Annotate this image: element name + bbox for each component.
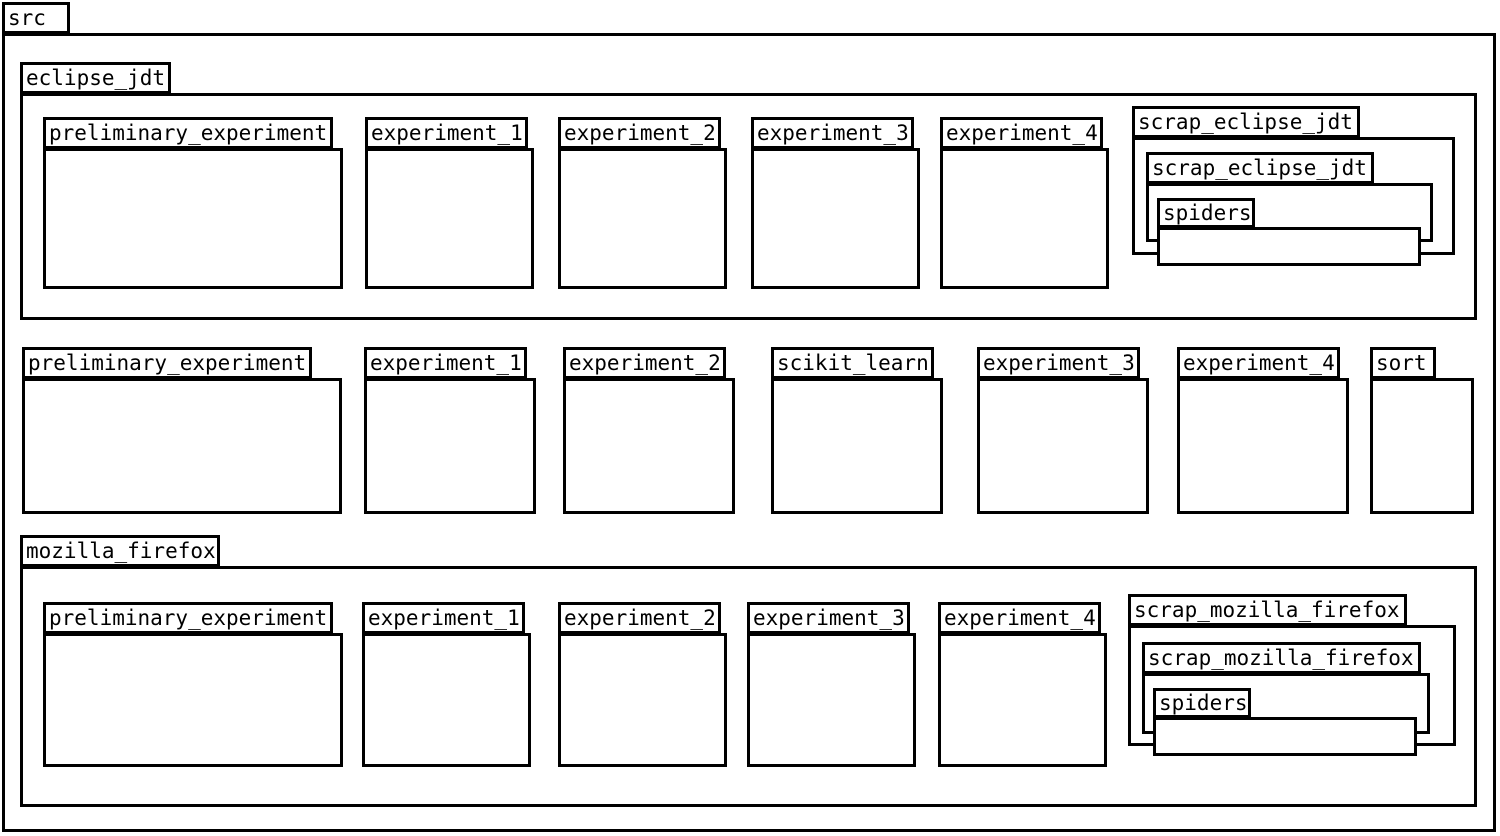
package-label: preliminary_experiment xyxy=(49,605,328,630)
package-eclipse-jdt-label: eclipse_jdt xyxy=(26,65,166,90)
package-src-experiment-2-tab: experiment_2 xyxy=(563,347,726,379)
package-label: scrap_eclipse_jdt xyxy=(1152,155,1367,180)
package-label: experiment_1 xyxy=(370,350,522,375)
package-label: experiment_2 xyxy=(564,605,716,630)
package-scrap-eclipse-jdt-outer[interactable]: scrap_eclipse_jdt scrap_eclipse_jdt spid… xyxy=(1132,106,1455,266)
package-eclipse-experiment-4[interactable]: experiment_4 xyxy=(940,117,1109,289)
package-eclipse-experiment-4-tab: experiment_4 xyxy=(940,117,1103,149)
package-eclipse-experiment-3-body xyxy=(751,148,920,289)
package-src-experiment-4[interactable]: experiment_4 xyxy=(1177,347,1349,514)
package-mozilla-firefox-label: mozilla_firefox xyxy=(26,538,216,563)
package-label: scrap_eclipse_jdt xyxy=(1138,109,1353,134)
package-spiders-mozilla[interactable]: spiders xyxy=(1153,688,1417,756)
package-label: experiment_3 xyxy=(757,120,909,145)
package-scrap-mozilla-firefox-inner[interactable]: scrap_mozilla_firefox spiders xyxy=(1142,642,1430,756)
package-label: experiment_3 xyxy=(753,605,905,630)
package-src-experiment-3[interactable]: experiment_3 xyxy=(977,347,1149,514)
package-src-scikit-learn-body xyxy=(771,378,943,514)
package-src-label: src xyxy=(8,5,46,30)
package-scrap-mozilla-firefox-outer[interactable]: scrap_mozilla_firefox scrap_mozilla_fire… xyxy=(1128,594,1456,756)
package-mozilla-experiment-1-tab: experiment_1 xyxy=(362,602,525,634)
package-eclipse-experiment-2[interactable]: experiment_2 xyxy=(558,117,727,289)
package-src-experiment-4-body xyxy=(1177,378,1349,514)
package-spiders-mozilla-tab: spiders xyxy=(1153,688,1251,718)
package-mozilla-preliminary-experiment[interactable]: preliminary_experiment xyxy=(43,602,343,767)
package-eclipse-experiment-2-body xyxy=(558,148,727,289)
package-scrap-mozilla-firefox-inner-tab: scrap_mozilla_firefox xyxy=(1142,642,1421,674)
package-mozilla-preliminary-experiment-tab: preliminary_experiment xyxy=(43,602,333,634)
package-label: spiders xyxy=(1163,200,1252,225)
package-eclipse-preliminary-experiment-body xyxy=(43,148,343,289)
package-label: preliminary_experiment xyxy=(49,120,328,145)
package-label: experiment_1 xyxy=(368,605,520,630)
package-mozilla-experiment-2-tab: experiment_2 xyxy=(558,602,721,634)
package-label: scikit_learn xyxy=(777,350,929,375)
package-eclipse-experiment-1[interactable]: experiment_1 xyxy=(365,117,534,289)
package-label: scrap_mozilla_firefox xyxy=(1148,645,1414,670)
package-label: experiment_4 xyxy=(946,120,1098,145)
package-spiders-eclipse-body xyxy=(1157,227,1421,266)
package-src-preliminary-experiment[interactable]: preliminary_experiment xyxy=(22,347,342,514)
package-label: experiment_2 xyxy=(569,350,721,375)
package-mozilla-experiment-2[interactable]: experiment_2 xyxy=(558,602,727,767)
package-mozilla-experiment-1[interactable]: experiment_1 xyxy=(362,602,531,767)
package-mozilla-experiment-3-body xyxy=(747,633,916,767)
package-src-tab: src xyxy=(2,2,70,34)
package-mozilla-experiment-4[interactable]: experiment_4 xyxy=(938,602,1107,767)
package-src-sort-body xyxy=(1370,378,1474,514)
package-src-scikit-learn[interactable]: scikit_learn xyxy=(771,347,943,514)
package-label: preliminary_experiment xyxy=(28,350,307,375)
package-spiders-eclipse-tab: spiders xyxy=(1157,198,1255,228)
package-src-scikit-learn-tab: scikit_learn xyxy=(771,347,934,379)
package-mozilla-experiment-1-body xyxy=(362,633,531,767)
package-mozilla-experiment-3[interactable]: experiment_3 xyxy=(747,602,916,767)
package-src-preliminary-experiment-tab: preliminary_experiment xyxy=(22,347,312,379)
package-src-sort[interactable]: sort xyxy=(1370,347,1474,514)
package-scrap-mozilla-firefox-outer-tab: scrap_mozilla_firefox xyxy=(1128,594,1407,626)
package-eclipse-experiment-2-tab: experiment_2 xyxy=(558,117,721,149)
package-src-experiment-1-tab: experiment_1 xyxy=(364,347,527,379)
package-src-experiment-1-body xyxy=(364,378,536,514)
package-spiders-mozilla-body xyxy=(1153,717,1417,756)
package-label: experiment_2 xyxy=(564,120,716,145)
package-eclipse-preliminary-experiment-tab: preliminary_experiment xyxy=(43,117,333,149)
package-src-experiment-2[interactable]: experiment_2 xyxy=(563,347,735,514)
package-label: experiment_3 xyxy=(983,350,1135,375)
package-src-experiment-3-body xyxy=(977,378,1149,514)
package-eclipse-jdt-tab: eclipse_jdt xyxy=(20,62,171,94)
package-eclipse-jdt[interactable]: eclipse_jdt preliminary_experiment exper… xyxy=(20,62,1477,320)
package-mozilla-experiment-4-body xyxy=(938,633,1107,767)
package-label: spiders xyxy=(1159,690,1248,715)
package-src-experiment-1[interactable]: experiment_1 xyxy=(364,347,536,514)
package-label: sort xyxy=(1376,350,1427,375)
package-mozilla-firefox-tab: mozilla_firefox xyxy=(20,535,220,567)
package-src-sort-tab: sort xyxy=(1370,347,1436,379)
package-label: scrap_mozilla_firefox xyxy=(1134,597,1400,622)
package-eclipse-experiment-1-tab: experiment_1 xyxy=(365,117,528,149)
package-eclipse-experiment-3-tab: experiment_3 xyxy=(751,117,914,149)
package-eclipse-experiment-1-body xyxy=(365,148,534,289)
package-label: experiment_1 xyxy=(371,120,523,145)
package-src-preliminary-experiment-body xyxy=(22,378,342,514)
package-scrap-eclipse-jdt-outer-tab: scrap_eclipse_jdt xyxy=(1132,106,1360,138)
package-label: experiment_4 xyxy=(944,605,1096,630)
package-eclipse-experiment-3[interactable]: experiment_3 xyxy=(751,117,920,289)
package-src-experiment-2-body xyxy=(563,378,735,514)
package-mozilla-experiment-4-tab: experiment_4 xyxy=(938,602,1101,634)
package-eclipse-preliminary-experiment[interactable]: preliminary_experiment xyxy=(43,117,343,289)
package-mozilla-firefox[interactable]: mozilla_firefox preliminary_experiment e… xyxy=(20,535,1477,807)
package-mozilla-experiment-3-tab: experiment_3 xyxy=(747,602,910,634)
package-src-experiment-3-tab: experiment_3 xyxy=(977,347,1140,379)
package-src-experiment-4-tab: experiment_4 xyxy=(1177,347,1340,379)
package-mozilla-experiment-2-body xyxy=(558,633,727,767)
package-eclipse-experiment-4-body xyxy=(940,148,1109,289)
package-scrap-eclipse-jdt-inner-tab: scrap_eclipse_jdt xyxy=(1146,152,1374,184)
package-mozilla-preliminary-experiment-body xyxy=(43,633,343,767)
package-spiders-eclipse[interactable]: spiders xyxy=(1157,198,1421,266)
package-scrap-eclipse-jdt-inner[interactable]: scrap_eclipse_jdt spiders xyxy=(1146,152,1433,266)
package-label: experiment_4 xyxy=(1183,350,1335,375)
